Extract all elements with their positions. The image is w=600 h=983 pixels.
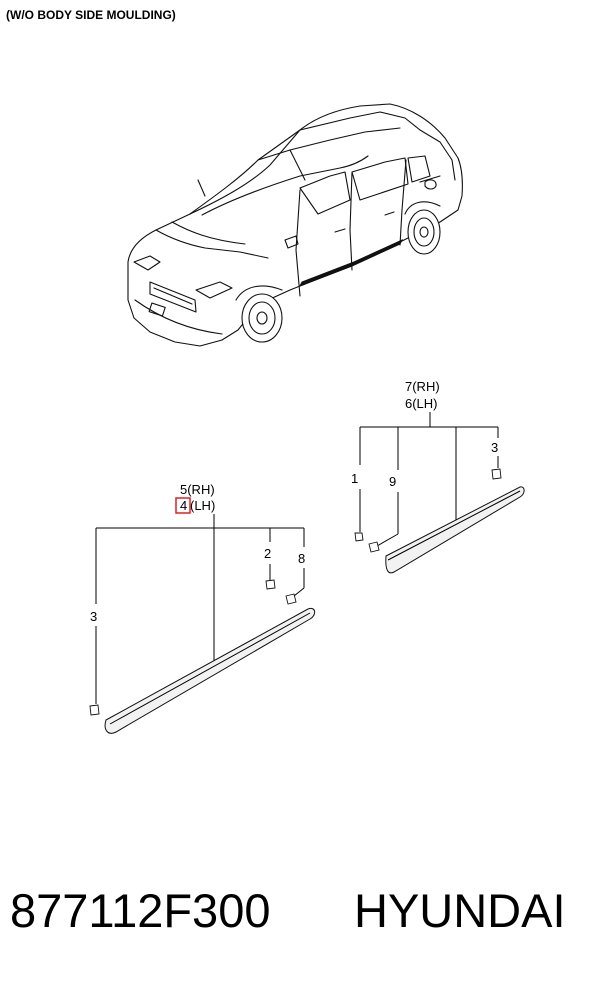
callout-rear-lh: 6(LH)	[405, 396, 438, 411]
callout-front-lh-number: 4	[180, 498, 187, 513]
rear-clip-3	[491, 468, 502, 480]
callout-front-item-2: 2	[264, 546, 271, 561]
callout-rear-item-9: 9	[389, 474, 396, 489]
highlight-box	[175, 497, 191, 514]
callout-front-item-3: 3	[90, 609, 97, 624]
callout-rear-rh: 7(RH)	[405, 379, 440, 394]
part-number: 877112F300	[10, 884, 270, 937]
callout-front-item-8: 8	[298, 551, 305, 566]
callout-rear-item-1: 1	[351, 471, 358, 486]
brand-name: HYUNDAI	[354, 884, 566, 937]
front-clip-3	[89, 704, 100, 716]
front-door-moulding-group: 5(RH) 4 (LH) 2 8 3	[89, 482, 316, 734]
callout-front-rh: 5(RH)	[180, 482, 215, 497]
rear-clip-9	[368, 541, 380, 553]
callout-front-lh-suffix: (LH)	[190, 498, 215, 513]
car-illustration	[127, 103, 463, 347]
front-clip-2	[265, 579, 276, 590]
diagram-header: (W/O BODY SIDE MOULDING)	[6, 8, 176, 22]
rear-clip-1	[354, 532, 364, 542]
front-clip-8	[285, 593, 297, 605]
rear-door-moulding	[385, 486, 525, 574]
rear-door-moulding-group: 7(RH) 6(LH) 1 9 3	[351, 379, 525, 574]
front-door-moulding	[104, 607, 316, 734]
callout-rear-item-3: 3	[491, 440, 498, 455]
